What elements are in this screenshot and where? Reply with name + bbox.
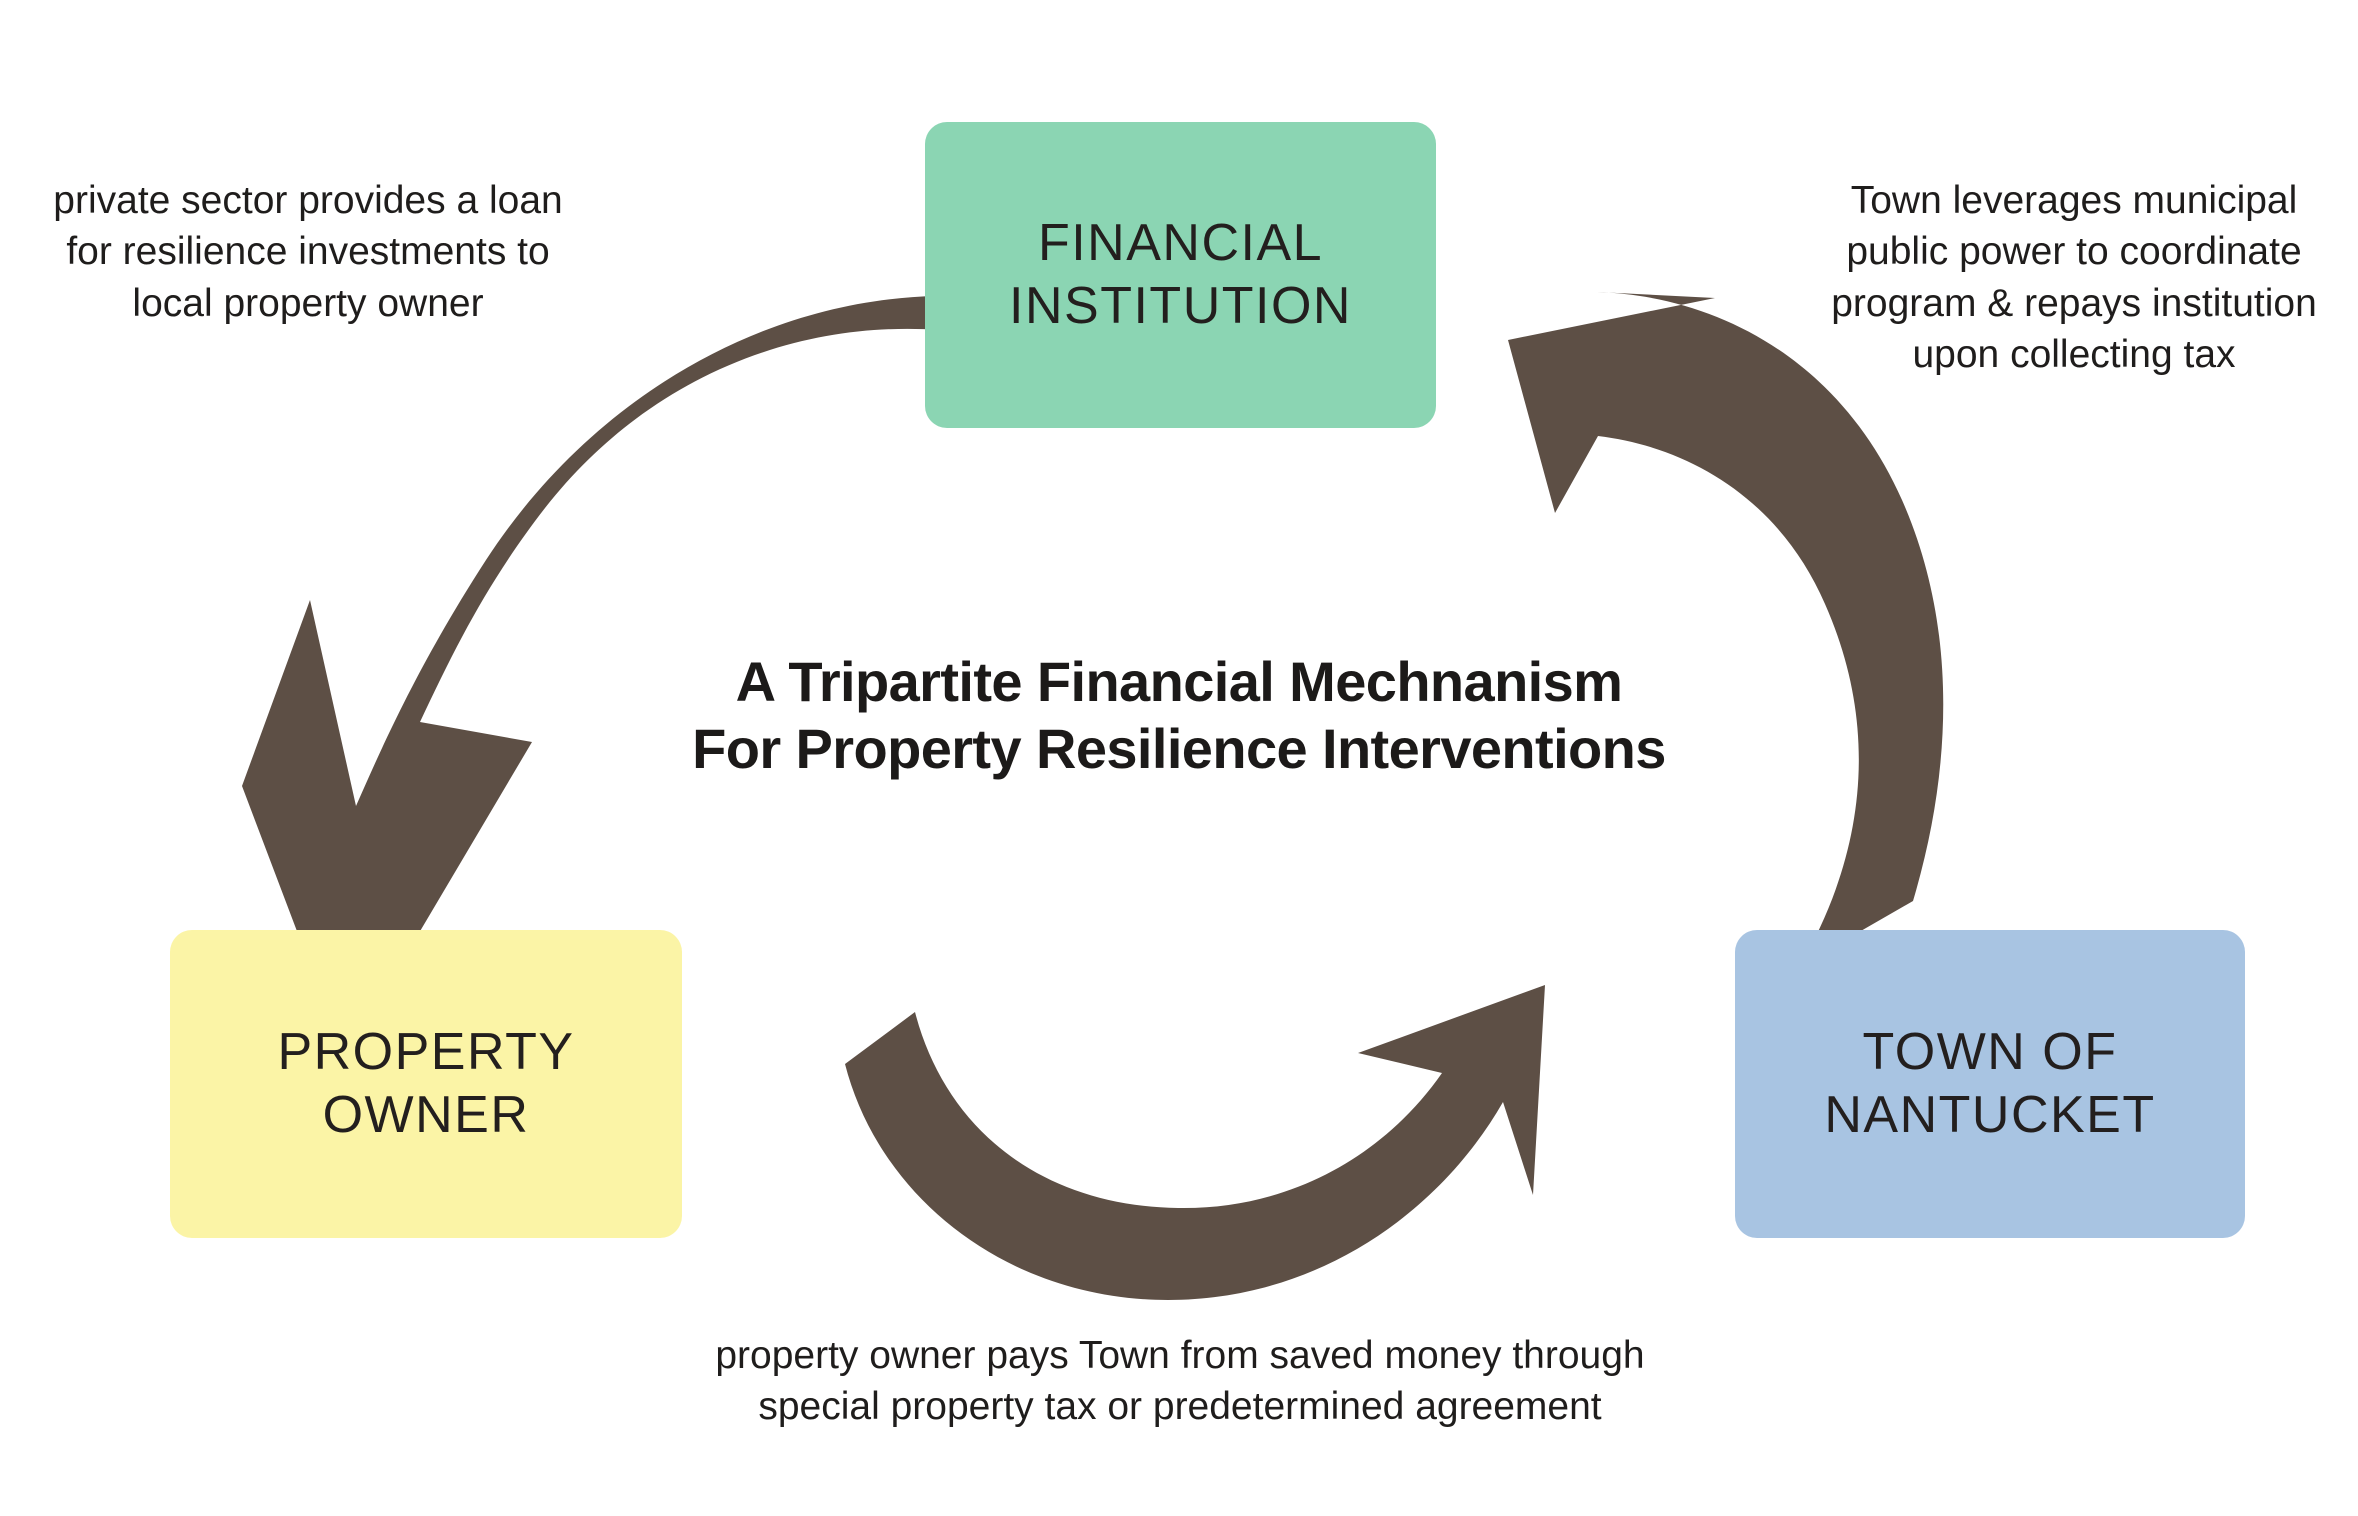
entity-label-town-of-nantucket: TOWN OF NANTUCKET (1824, 1022, 2156, 1144)
entity-label-property-owner: PROPERTY OWNER (277, 1022, 575, 1144)
arrow-owner-to-town (845, 985, 1545, 1300)
entity-box-town-of-nantucket[interactable]: TOWN OF NANTUCKET (1735, 930, 2245, 1238)
arrow-town-to-institution (1508, 292, 1944, 966)
caption-town-repays-institution: Town leverages municipal public power to… (1831, 179, 2317, 377)
entity-box-financial-institution[interactable]: FINANCIAL INSTITUTION (925, 122, 1436, 428)
entity-box-property-owner[interactable]: PROPERTY OWNER (170, 930, 682, 1238)
entity-label-financial-institution: FINANCIAL INSTITUTION (1009, 213, 1352, 335)
caption-loan-to-owner: private sector provides a loan for resil… (53, 179, 563, 325)
diagram-title: A Tripartite Financial Mechnanism For Pr… (692, 650, 1666, 781)
caption-owner-pays-town: property owner pays Town from saved mone… (715, 1334, 1645, 1429)
